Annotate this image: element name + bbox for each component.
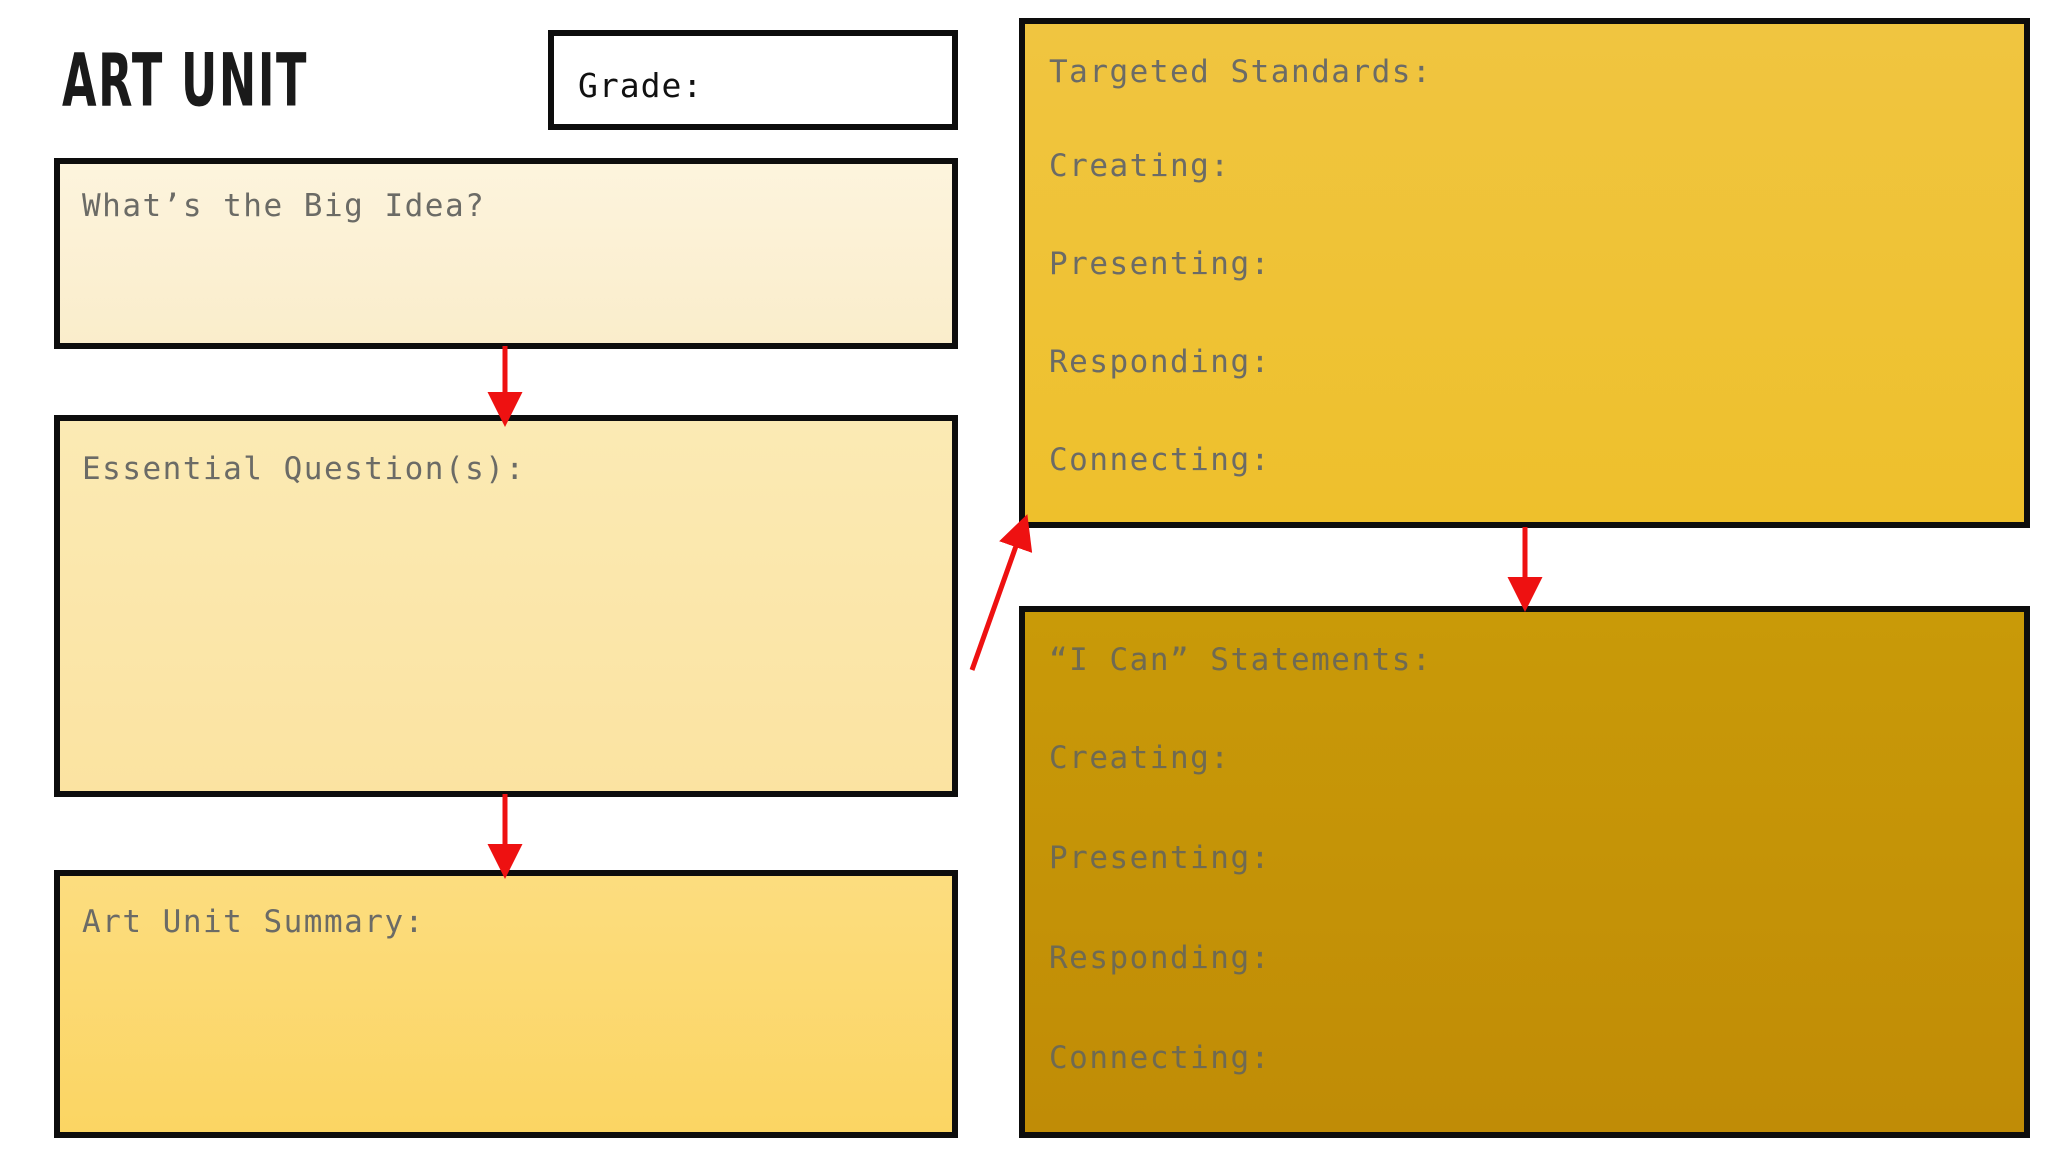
i-can-item-connecting[interactable]: Connecting: — [1049, 1040, 1271, 1076]
arrow-targeted-standards-to-i-can — [1507, 527, 1543, 612]
targeted-standards-label: Targeted Standards: — [1049, 54, 1433, 90]
targeted-standards-item-responding[interactable]: Responding: — [1049, 344, 1271, 380]
art-unit-summary-label: Art Unit Summary: — [82, 904, 425, 940]
big-idea-box[interactable]: What’s the Big Idea? — [54, 158, 958, 349]
i-can-item-responding[interactable]: Responding: — [1049, 940, 1271, 976]
art-unit-summary-box[interactable]: Art Unit Summary: — [54, 870, 958, 1138]
targeted-standards-item-creating[interactable]: Creating: — [1049, 148, 1231, 184]
essential-question-label: Essential Question(s): — [82, 451, 526, 487]
targeted-standards-list: Creating: Presenting: Responding: Connec… — [1049, 148, 2014, 522]
grade-field-box[interactable]: Grade: — [548, 30, 958, 130]
i-can-statements-box[interactable]: “I Can” Statements: Creating: Presenting… — [1019, 606, 2030, 1138]
targeted-standards-item-presenting[interactable]: Presenting: — [1049, 246, 1271, 282]
targeted-standards-item-connecting[interactable]: Connecting: — [1049, 442, 1271, 478]
grade-label: Grade: — [578, 66, 704, 105]
arrow-big-idea-to-essential-question — [487, 346, 523, 427]
arrow-essential-question-to-summary — [487, 794, 523, 879]
i-can-item-creating[interactable]: Creating: — [1049, 740, 1231, 776]
targeted-standards-box[interactable]: Targeted Standards: Creating: Presenting… — [1019, 18, 2030, 528]
page-title: ART UNIT — [62, 36, 309, 124]
i-can-statements-list: Creating: Presenting: Responding: Connec… — [1049, 740, 2014, 1132]
big-idea-label: What’s the Big Idea? — [82, 188, 486, 224]
essential-question-box[interactable]: Essential Question(s): — [54, 415, 958, 797]
i-can-statements-label: “I Can” Statements: — [1049, 642, 1433, 678]
i-can-item-presenting[interactable]: Presenting: — [1049, 840, 1271, 876]
